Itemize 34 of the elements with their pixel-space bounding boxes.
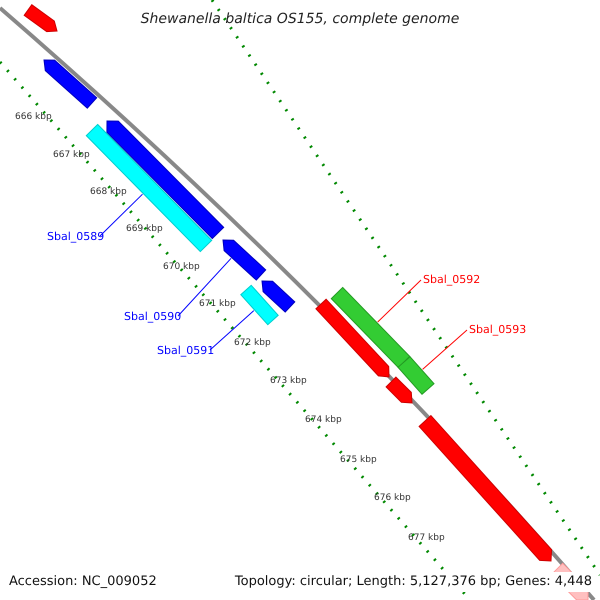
position-label: 672 kbp — [234, 338, 271, 349]
gene-bar — [330, 286, 410, 368]
gene-block — [222, 239, 266, 281]
leader-line — [210, 310, 254, 350]
gene-label: Sbal_0593 — [469, 322, 526, 338]
position-label: 668 kbp — [90, 187, 127, 198]
title: Shewanella baltica OS155, complete genome — [140, 10, 460, 29]
position-label: 666 kbp — [15, 112, 52, 123]
gene-bar — [397, 356, 435, 395]
position-label: 674 kbp — [305, 415, 342, 426]
gene-label: Sbal_0590 — [124, 309, 182, 325]
position-label: 677 kbp — [408, 533, 445, 544]
position-label: 669 kbp — [126, 224, 163, 235]
position-label: 670 kbp — [163, 262, 200, 273]
gene-block — [24, 4, 58, 32]
gene-block — [106, 120, 224, 240]
position-label: 671 kbp — [199, 299, 236, 310]
gene-block — [385, 376, 413, 404]
position-label: 676 kbp — [374, 493, 411, 504]
gene-bar — [240, 284, 279, 326]
leader-line — [422, 330, 468, 370]
leader-line — [100, 194, 143, 236]
gene-block — [43, 60, 98, 109]
position-label: 675 kbp — [340, 455, 377, 466]
leader-line — [377, 280, 422, 322]
position-label: 673 kbp — [270, 376, 307, 387]
gene-block — [261, 280, 296, 313]
gene-block — [315, 298, 390, 378]
gene-label: Sbal_0592 — [423, 272, 480, 288]
accession-text: Accession: NC_009052 — [9, 572, 157, 592]
gene-label: Sbal_0591 — [157, 343, 214, 359]
gene-label: Sbal_0589 — [47, 229, 104, 245]
position-label: 667 kbp — [53, 150, 90, 161]
leader-line — [178, 258, 232, 316]
